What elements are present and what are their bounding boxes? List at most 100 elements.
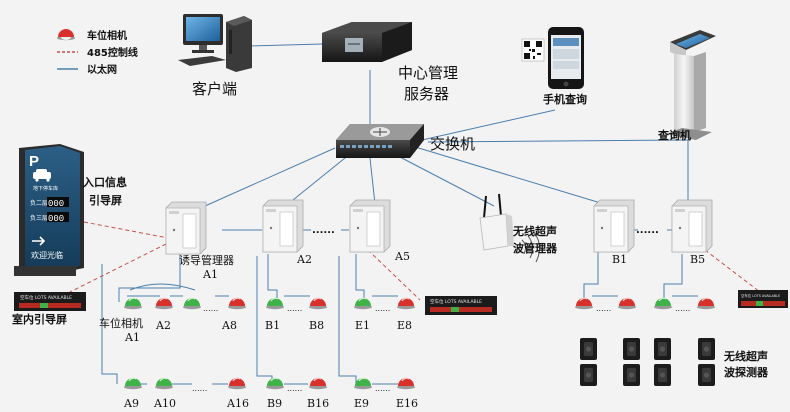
wireless-detector-icon xyxy=(698,364,715,386)
manager-label-b5: B5 xyxy=(690,253,705,266)
sign-floor-2: 负三层 xyxy=(30,214,48,222)
manager-label-a5: A5 xyxy=(394,250,410,263)
guide-manager-a5 xyxy=(349,199,391,253)
legend-rs485-label: 485控制线 xyxy=(87,46,138,59)
rs485-links xyxy=(57,221,761,301)
led-display-middle: 空车位 LOTS AVAILABLE xyxy=(425,296,497,315)
indoor-screen-label: 室内引导屏 xyxy=(12,312,67,326)
svg-text:空车位 LOTS AVAILABLE: 空车位 LOTS AVAILABLE xyxy=(430,298,482,305)
wireless-detector-icon xyxy=(698,338,715,360)
sign-floor-1: 负二层 xyxy=(30,199,48,207)
camera-b8 xyxy=(308,297,328,310)
camera-label-a16: A16 xyxy=(226,397,249,410)
entrance-label-line1: 入口信息 xyxy=(83,175,127,189)
switch-label: 交换机 xyxy=(430,135,475,153)
camera-a10 xyxy=(154,377,174,390)
legend-ethernet-label: 以太网 xyxy=(87,63,117,76)
manager-dots-b: ...... xyxy=(636,225,659,236)
client-computer-icon xyxy=(178,14,252,72)
qr-code-icon xyxy=(521,38,545,62)
camera-a-mid xyxy=(182,297,202,310)
camera-a9 xyxy=(123,377,143,390)
svg-text:......: ...... xyxy=(375,304,390,313)
camera-b1-f2 xyxy=(617,297,637,310)
led-display-left: 空车位 LOTS AVAILABLE xyxy=(14,292,86,311)
camera-label-b8: B8 xyxy=(309,319,324,332)
camera-label-e1: E1 xyxy=(355,319,370,332)
client-label: 客户端 xyxy=(192,80,237,98)
camera-bus-lines xyxy=(101,252,698,385)
camera-b1 xyxy=(265,297,285,310)
camera-label: 车位相机 xyxy=(99,316,143,330)
camera-legend-icon xyxy=(57,29,75,41)
camera-a8 xyxy=(227,297,247,310)
svg-text:......: ...... xyxy=(203,304,218,313)
wireless-detectors xyxy=(580,338,715,386)
camera-label-a1: A1 xyxy=(124,331,140,344)
wireless-detector-icon xyxy=(580,338,597,360)
query-kiosk-icon xyxy=(666,30,716,140)
kiosk-query-label: 查询机 xyxy=(658,128,691,142)
svg-text:......: ...... xyxy=(192,384,207,393)
camera-dots: ...... ...... ...... ...... ...... .....… xyxy=(192,304,690,393)
camera-a1 xyxy=(123,297,143,310)
entrance-label-line2: 引导屏 xyxy=(89,193,122,207)
sign-count-2-box xyxy=(47,212,69,222)
camera-label-b1: B1 xyxy=(265,319,280,332)
sign-count-1: 000 xyxy=(48,199,64,209)
sign-welcome: 欢迎光临 xyxy=(31,250,63,260)
guide-manager-a1 xyxy=(165,201,207,255)
camera-b5-f1 xyxy=(653,297,673,310)
phone-query-label: 手机查询 xyxy=(543,92,587,106)
camera-b16 xyxy=(308,377,328,390)
guide-manager-b1 xyxy=(593,199,635,253)
wireless-manager-label-line2: 波管理器 xyxy=(513,241,558,255)
entrance-guide-sign: P 地下停车库 负二层 000 负三层 000 欢迎光临 xyxy=(14,144,84,276)
wireless-detector-icon xyxy=(654,364,671,386)
svg-text:......: ...... xyxy=(287,384,302,393)
camera-b5-f2 xyxy=(696,297,716,310)
led-display-right: 空车位 LOTS AVAILABLE xyxy=(738,290,788,308)
network-switch-icon xyxy=(336,124,424,158)
svg-text:......: ...... xyxy=(287,304,302,313)
wireless-manager-label-line1: 无线超声 xyxy=(512,224,557,238)
central-server-icon xyxy=(322,22,412,62)
wireless-detector-label-line2: 波探测器 xyxy=(724,365,769,379)
camera-label-e9: E9 xyxy=(354,397,369,410)
camera-e1 xyxy=(353,297,373,310)
wireless-detector-icon xyxy=(623,338,640,360)
camera-e8 xyxy=(396,297,416,310)
camera-b1-f1 xyxy=(574,297,594,310)
camera-label-a8: A8 xyxy=(221,319,237,332)
svg-text:......: ...... xyxy=(375,384,390,393)
svg-text:空车位 LOTS AVAILABLE: 空车位 LOTS AVAILABLE xyxy=(741,293,780,298)
camera-label-b16: B16 xyxy=(307,397,329,410)
svg-text:......: ...... xyxy=(596,304,611,313)
sign-count-2: 000 xyxy=(48,214,64,224)
wireless-detector-icon xyxy=(580,364,597,386)
wireless-ultrasonic-manager-icon xyxy=(479,193,540,263)
server-label-line1: 中心管理 xyxy=(398,64,458,82)
wireless-detector-icon xyxy=(623,364,640,386)
legend-camera-label: 车位相机 xyxy=(87,29,127,42)
camera-e9 xyxy=(353,377,373,390)
car-icon xyxy=(33,169,51,182)
camera-label-e16: E16 xyxy=(396,397,418,410)
server-label-line2: 服务器 xyxy=(404,85,449,103)
camera-b9 xyxy=(265,377,285,390)
guide-manager-label: 诱导管理器 xyxy=(179,253,234,267)
manager-label-a1: A1 xyxy=(202,268,218,281)
wireless-detector-label-line1: 无线超声 xyxy=(723,349,768,363)
camera-label-a2: A2 xyxy=(155,319,171,332)
legend: 车位相机 485控制线 以太网 xyxy=(57,29,138,76)
sign-header: 地下停车库 xyxy=(33,185,58,192)
camera-label-e8: E8 xyxy=(397,319,412,332)
guide-manager-b5 xyxy=(671,199,713,253)
camera-label-a9: A9 xyxy=(123,397,139,410)
manager-label-a2: A2 xyxy=(296,253,312,266)
camera-a16 xyxy=(227,377,247,390)
camera-label-b9: B9 xyxy=(267,397,282,410)
manager-label-b1: B1 xyxy=(612,253,627,266)
svg-text:空车位 LOTS AVAILABLE: 空车位 LOTS AVAILABLE xyxy=(20,294,72,301)
